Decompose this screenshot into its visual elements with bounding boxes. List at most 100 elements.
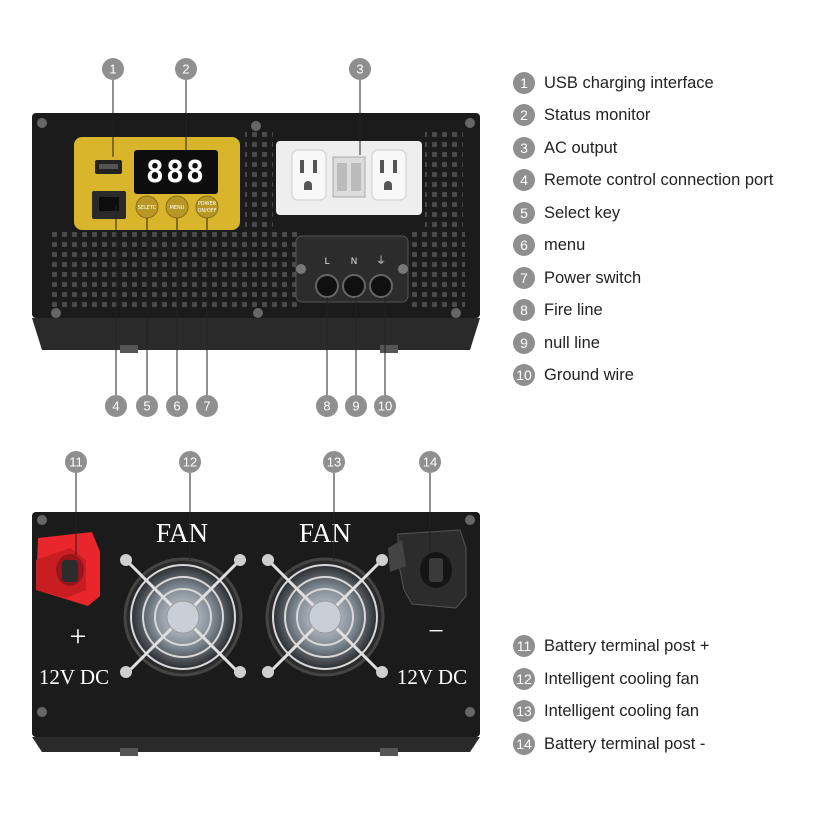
dc-label-left: 12V DC <box>39 665 109 689</box>
dc-label-right: 12V DC <box>397 665 467 689</box>
legend-badge: 13 <box>513 700 535 722</box>
legend-badge: 14 <box>513 733 535 755</box>
callout-number: 6 <box>173 399 180 414</box>
callouts-top: 1 2 3 4 5 6 7 8 9 10 <box>102 58 396 417</box>
fire-line-terminal <box>315 274 339 298</box>
callout-badge <box>136 395 158 417</box>
callout-badge <box>179 451 201 473</box>
legend-item: 6 menu <box>513 233 585 257</box>
screw <box>37 707 47 717</box>
callouts-bottom: 11 12 13 14 <box>65 451 441 473</box>
screw <box>465 118 475 128</box>
callout-badge <box>166 395 188 417</box>
rear-panel: FAN FAN <box>32 512 480 756</box>
screw <box>398 264 408 274</box>
screw <box>37 118 47 128</box>
vent-grille <box>425 132 463 232</box>
legend-item: 3 AC output <box>513 136 617 160</box>
callout-badge <box>349 58 371 80</box>
callout-number: 9 <box>352 399 359 414</box>
callout-number: 14 <box>423 455 437 470</box>
callout-number: 5 <box>143 399 150 414</box>
front-panel-foot <box>380 345 398 353</box>
callout-number: 3 <box>356 62 363 77</box>
callout-badge <box>196 395 218 417</box>
legend-badge: 1 <box>513 72 535 94</box>
legend-item: 13 Intelligent cooling fan <box>513 699 699 723</box>
legend-item: 5 Select key <box>513 201 620 225</box>
positive-battery-terminal <box>36 532 100 606</box>
leader-lines-top <box>112 80 386 395</box>
fan-label-right: FAN <box>299 518 351 548</box>
callout-badge <box>316 395 338 417</box>
vent-grille <box>410 232 465 312</box>
callout-number: 7 <box>203 399 210 414</box>
outlet-socket <box>371 149 407 201</box>
outlet-ground <box>304 181 312 190</box>
callout-number: 11 <box>69 455 83 470</box>
display-digits: 888 <box>146 155 206 190</box>
outlet-ground <box>384 181 392 190</box>
legend-badge: 12 <box>513 668 535 690</box>
legend-badge: 7 <box>513 267 535 289</box>
legend-label: Intelligent cooling fan <box>544 701 700 720</box>
legend-label: Ground wire <box>544 365 634 384</box>
callout-number: 2 <box>182 62 189 77</box>
legend-badge: 6 <box>513 234 535 256</box>
legend-label: AC output <box>544 138 618 157</box>
legend-label: USB charging interface <box>544 73 714 92</box>
screw <box>451 308 461 318</box>
power-button-label-2: ON/OFF <box>197 208 216 214</box>
legend-badge: 10 <box>513 364 535 386</box>
outlet-slot <box>380 160 384 173</box>
legend-item: 11 Battery terminal post + <box>513 634 710 658</box>
outlet-socket <box>291 149 327 201</box>
outlet-slot <box>300 160 304 173</box>
terminal-label-n: N <box>351 257 358 267</box>
power-button[interactable] <box>195 195 219 219</box>
remote-port-socket <box>99 197 119 211</box>
legend-label: Battery terminal post - <box>544 734 706 753</box>
null-line-terminal <box>342 274 366 298</box>
legend-badge: 3 <box>513 137 535 159</box>
usb-port-slot <box>99 164 118 169</box>
legend-badge: 8 <box>513 299 535 321</box>
negative-battery-terminal <box>388 529 467 609</box>
callout-badge <box>175 58 197 80</box>
legend-badge: 2 <box>513 104 535 126</box>
gfci-reset <box>351 163 361 191</box>
legend-badge: 5 <box>513 202 535 224</box>
power-button-label-1: POWER <box>198 201 217 207</box>
legend-item: 12 Intelligent cooling fan <box>513 667 699 691</box>
callout-badge <box>102 58 124 80</box>
legend-item: 14 Battery terminal post - <box>513 732 705 756</box>
front-panel-base <box>32 318 480 350</box>
cooling-fan-right <box>262 554 388 678</box>
legend-badge: 11 <box>513 635 535 657</box>
outlet-slot <box>393 160 397 173</box>
terminal-label-l: L <box>324 257 329 267</box>
screw <box>251 121 261 131</box>
legend-label: Battery terminal post + <box>544 636 710 655</box>
legend-badge: 9 <box>513 332 535 354</box>
screw <box>465 707 475 717</box>
select-button-label: SELETC <box>138 205 157 211</box>
legend-label: Status monitor <box>544 105 651 124</box>
rear-panel-base <box>32 737 480 752</box>
callout-badge <box>65 451 87 473</box>
legend-label: Remote control connection port <box>544 170 774 189</box>
minus-sign: − <box>428 616 444 647</box>
screw <box>51 308 61 318</box>
plus-sign: + <box>70 620 87 653</box>
callout-badge <box>323 451 345 473</box>
legend-label: null line <box>544 333 600 352</box>
ground-wire-terminal <box>369 274 393 298</box>
screw <box>37 515 47 525</box>
callout-number: 13 <box>327 455 341 470</box>
legend-item: 2 Status monitor <box>513 103 650 127</box>
vent-grille <box>50 232 300 312</box>
terminal-label-ground: ⏚ <box>376 255 386 267</box>
callout-number: 4 <box>112 399 119 414</box>
